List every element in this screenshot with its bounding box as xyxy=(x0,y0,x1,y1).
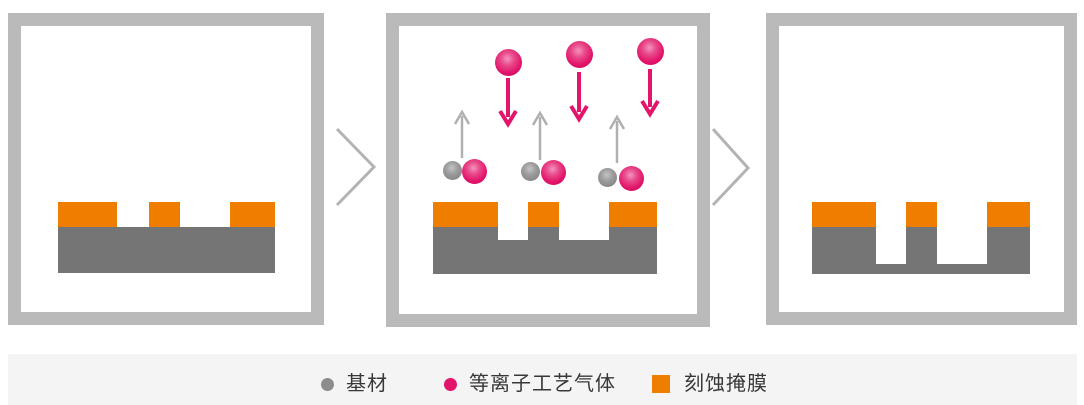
etch-mask-rect xyxy=(812,202,876,227)
substrate-pillar-rect xyxy=(433,227,498,241)
substrate-particle xyxy=(598,168,617,187)
substrate-pillar-rect xyxy=(812,227,876,274)
substrate-pillar-rect xyxy=(528,227,559,241)
plasma-particle xyxy=(619,166,644,191)
plasma-particle xyxy=(462,159,487,184)
substrate-dot-icon xyxy=(321,377,334,391)
etch-mask-rect xyxy=(987,202,1030,227)
etch-mask-square-icon xyxy=(652,375,670,393)
legend-label-plasma-gas: 等离子工艺气体 xyxy=(469,373,616,395)
substrate-rect xyxy=(433,240,657,274)
substrate-particle xyxy=(443,161,462,180)
panel-stage-1 xyxy=(8,13,324,325)
etch-mask-rect xyxy=(149,202,180,227)
etch-mask-rect xyxy=(433,202,498,227)
chevron-right-icon xyxy=(335,127,377,207)
plasma-particle xyxy=(637,38,664,65)
substrate-pillar-rect xyxy=(906,227,937,274)
etch-mask-rect xyxy=(58,202,117,227)
etch-mask-rect xyxy=(906,202,937,227)
substrate-pillar-rect xyxy=(609,227,657,241)
plasma-particle xyxy=(495,49,522,76)
substrate-particle xyxy=(521,162,540,181)
plasma-particle xyxy=(566,41,593,68)
legend-label-substrate: 基材 xyxy=(346,373,388,395)
substrate-pillar-rect xyxy=(987,227,1030,274)
legend-label-etch-mask: 刻蚀掩膜 xyxy=(684,373,768,395)
legend-item-substrate: 基材 xyxy=(321,373,388,395)
chevron-right-icon xyxy=(711,127,751,207)
substrate-rect xyxy=(58,227,275,273)
plasma-particle xyxy=(541,160,566,185)
plasma-gas-dot-icon xyxy=(444,377,457,391)
etch-mask-rect xyxy=(528,202,559,227)
legend-item-etch-mask: 刻蚀掩膜 xyxy=(652,373,768,395)
legend-bar xyxy=(8,354,1077,405)
panel-stage-2 xyxy=(386,13,710,327)
etch-mask-rect xyxy=(609,202,657,227)
legend-item-plasma-gas: 等离子工艺气体 xyxy=(444,373,616,395)
etch-mask-rect xyxy=(230,202,275,227)
panel-stage-3 xyxy=(766,13,1077,325)
